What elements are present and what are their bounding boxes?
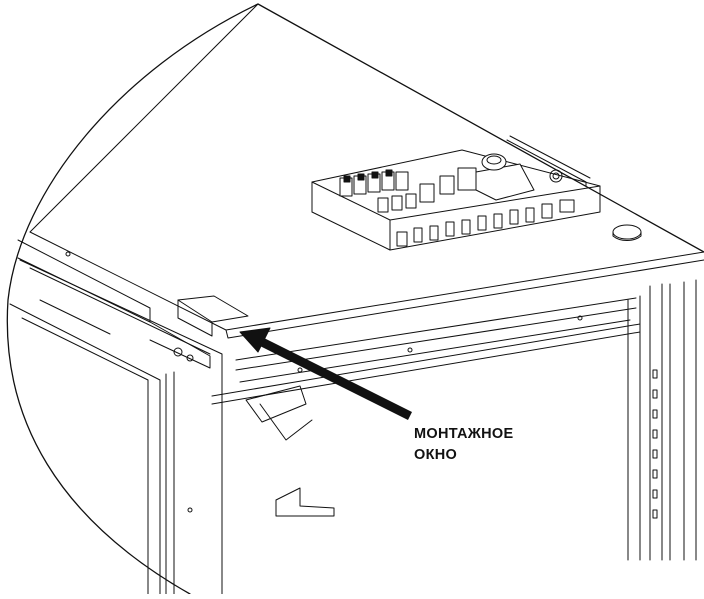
callout-line-1: МОНТАЖНОЕ bbox=[414, 426, 514, 442]
cross-rail bbox=[211, 297, 641, 441]
mounting-window-label: МОНТАЖНОЕ ОКНО bbox=[414, 424, 513, 466]
connector-row bbox=[396, 199, 575, 247]
left-door bbox=[9, 239, 249, 595]
detail-view-outline bbox=[6, 3, 704, 595]
right-rail bbox=[627, 279, 697, 561]
pointer-arrow bbox=[239, 327, 413, 421]
rail-holes bbox=[652, 369, 658, 519]
control-board bbox=[311, 149, 601, 251]
bracket bbox=[275, 487, 335, 517]
callout-line-2: ОКНО bbox=[414, 447, 458, 463]
cabinet-roof bbox=[29, 3, 704, 339]
